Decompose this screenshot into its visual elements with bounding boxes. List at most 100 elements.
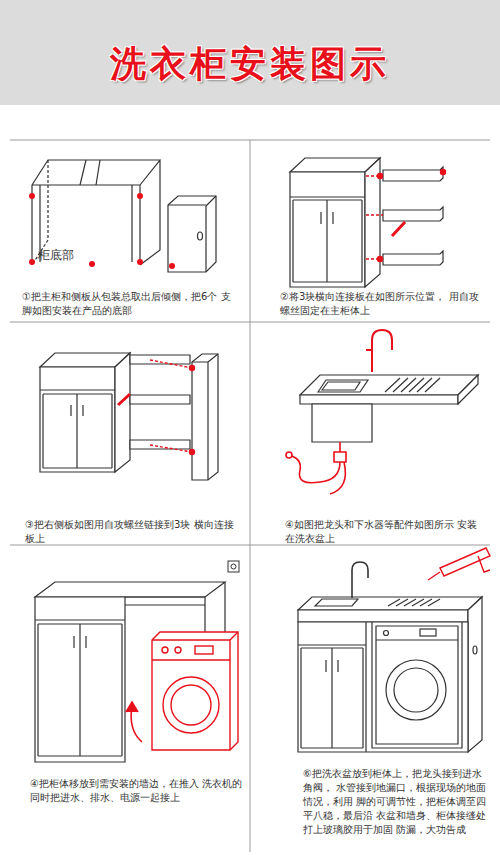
side-panel-part	[168, 196, 216, 272]
faucet-part	[352, 562, 368, 598]
washing-machine-part	[386, 660, 446, 720]
drain-hose-part	[286, 452, 292, 458]
cabinet-part	[35, 582, 225, 597]
feet-part	[29, 193, 35, 199]
assembled-cabinet-part	[468, 597, 482, 752]
washing-machine	[376, 626, 458, 744]
screw-hints-part	[392, 222, 405, 236]
washing-machine-part	[163, 677, 219, 733]
washing-machine-part	[376, 626, 458, 744]
washing-machine-part	[152, 632, 238, 750]
caulking-gun-part	[428, 572, 440, 580]
step-panel: ④把柜体移放到需安装的墙边，在推入 洗衣机的同时把进水、排水、电源一起接上	[10, 545, 245, 855]
faucet	[366, 330, 392, 372]
grid-lines	[10, 140, 490, 852]
screw-hints	[366, 170, 446, 262]
screw-hints-part	[190, 366, 195, 371]
assembled-cabinet-part	[372, 622, 462, 748]
push-arrow	[126, 702, 142, 742]
cabinet-part	[35, 597, 125, 762]
screw-hints-part	[150, 360, 192, 452]
connecting-bars-part	[130, 395, 190, 404]
caulking-gun	[428, 548, 490, 580]
cabinet-part	[71, 405, 83, 416]
feet-part	[137, 259, 143, 265]
feet	[29, 193, 175, 269]
sink-part	[458, 375, 478, 404]
step-caption: ②将3块横向连接板在如图所示位置， 用自攻螺丝固定在主柜体上	[280, 290, 485, 318]
feet-part	[137, 193, 143, 199]
sink-part	[318, 380, 368, 392]
cabinet-part	[115, 353, 130, 472]
corner-icon-part	[228, 561, 239, 572]
step-caption: ③把右侧板如图用自攻螺丝链接到3块 横向连接板上	[25, 518, 240, 546]
washing-machine-part	[384, 631, 389, 636]
corner-icon-part	[231, 564, 236, 569]
step-panel: ①把主柜和侧板从包装总取出后倾侧，把6个 支脚如图安装在产品的底部	[10, 140, 245, 322]
washing-machine-part	[152, 632, 238, 750]
screw-hints-part	[190, 450, 195, 455]
connecting-bars-part	[383, 207, 443, 221]
screw-hints-part	[366, 176, 383, 259]
cabinet-part	[35, 620, 125, 756]
assembled-cabinet	[298, 597, 482, 752]
connecting-bars-part	[383, 167, 443, 181]
assembled-cabinet-part	[298, 622, 468, 752]
side-panel-part	[192, 354, 218, 480]
push-arrow-part	[126, 702, 138, 712]
sink-part	[385, 378, 440, 392]
washing-machine-part	[420, 629, 436, 636]
cabinet-part	[125, 597, 205, 605]
faucet-part	[372, 330, 392, 372]
step-caption: ⑥把洗衣盆放到柜体上，把龙头接到进水角阀， 水管接到地漏口，根据现场的地面情况，…	[303, 767, 488, 837]
corner-icon	[228, 561, 239, 572]
cabinet-part	[74, 636, 86, 648]
step-panel: ⑥把洗衣盆放到柜体上，把龙头接到进水角阀， 水管接到地漏口，根据现场的地面情况，…	[255, 545, 490, 855]
cabinet-part	[40, 367, 115, 472]
feet-part	[169, 263, 175, 269]
connecting-bars-part	[130, 355, 190, 364]
drain-hose-part	[334, 442, 346, 462]
step-panel: ③把右侧板如图用自攻螺丝链接到3块 横向连接板上	[10, 322, 245, 545]
side-panel-part	[168, 196, 216, 272]
cabinet-tilted	[32, 160, 160, 265]
grid-lines-part	[250, 140, 251, 852]
screw-hints-part	[118, 394, 130, 405]
screw-hints-part	[441, 170, 446, 175]
cabinet-part	[40, 390, 115, 468]
sink-part	[300, 395, 458, 404]
feet-part	[89, 261, 95, 267]
screw-hints-part	[378, 257, 383, 262]
faucet	[352, 562, 368, 598]
washing-machine-part	[171, 685, 211, 725]
step-panel: ④如图把龙头和下水器等配件如图所示 安装在洗衣盆上	[255, 322, 490, 545]
part-label: 柜底部	[38, 247, 74, 264]
washing-machine-part	[376, 639, 458, 640]
sink-part	[322, 382, 360, 390]
cabinet-tilted-part	[32, 160, 160, 265]
assembled-cabinet-part	[298, 622, 366, 752]
cabinet-tilted-part	[80, 160, 100, 185]
washing-machine-part	[394, 668, 438, 712]
assembled-cabinet-part	[298, 597, 482, 610]
faucet-part	[366, 349, 372, 351]
connecting-bars-part	[383, 251, 443, 265]
step-panel: ②将3块横向连接板在如图所示位置， 用自攻螺丝固定在主柜体上	[255, 140, 490, 322]
washing-machine-part	[195, 646, 213, 654]
assembled-cabinet-part	[388, 599, 440, 606]
cabinet	[290, 158, 380, 287]
caulking-gun-part	[440, 548, 490, 576]
sink-part	[312, 404, 372, 442]
caulking-gun-part	[478, 556, 490, 572]
cabinet-part	[321, 212, 333, 224]
connecting-bars-part	[130, 440, 190, 449]
step-caption: ④如图把龙头和下水器等配件如图所示 安装在洗衣盆上	[285, 518, 485, 546]
assembled-cabinet-part	[298, 610, 468, 622]
cabinet	[40, 353, 130, 472]
step-caption: ①把主柜和侧板从包装总取出后倾侧，把6个 支脚如图安装在产品的底部	[22, 290, 240, 318]
screw-hints	[118, 360, 195, 455]
drain-hose	[286, 442, 346, 494]
sink-part	[300, 375, 478, 395]
cabinet-part	[290, 197, 365, 282]
